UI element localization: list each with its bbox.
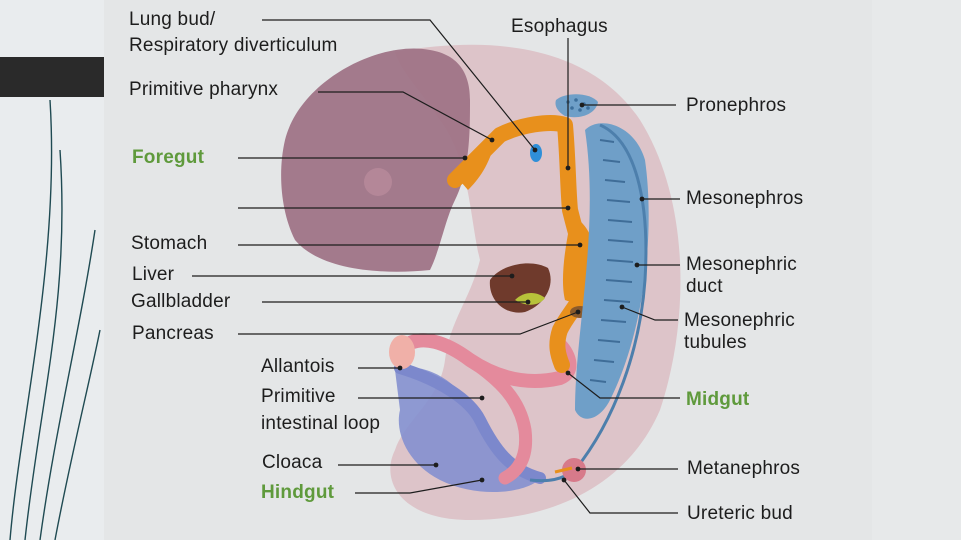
label-mesonephros: Mesonephros: [686, 188, 804, 209]
decorative-swoosh-lines: [9, 99, 101, 540]
label-hindgut: Hindgut: [261, 482, 335, 503]
foregut-tube: [447, 115, 598, 373]
label-foregut: Foregut: [132, 147, 205, 168]
label-primitive-intestinal-loop-line1: Primitive: [261, 386, 336, 407]
label-esophagus: Esophagus: [511, 16, 608, 37]
label-mesonephric-duct-line1: Mesonephric: [686, 254, 797, 275]
label-midgut: Midgut: [686, 389, 750, 410]
ureteric-bud-shape: [554, 466, 573, 474]
mesonephric-tubules-shape: [589, 139, 634, 383]
pronephros-shape: [555, 94, 598, 118]
label-allantois: Allantois: [261, 356, 335, 377]
label-lung-bud: Lung bud/: [129, 9, 216, 30]
label-stomach: Stomach: [131, 233, 208, 254]
right-border-panel: [872, 0, 961, 540]
pharynx-shape: [455, 140, 495, 190]
allantois-shape: [389, 335, 415, 369]
label-mesonephric-tubules-line2: tubules: [684, 332, 747, 353]
label-ureteric-bud: Ureteric bud: [687, 503, 793, 524]
label-metanephros: Metanephros: [687, 458, 801, 479]
lung-bud-shape: [530, 144, 542, 162]
leader-lines: [192, 19, 680, 514]
label-gallbladder: Gallbladder: [131, 291, 231, 312]
label-cloaca: Cloaca: [262, 452, 323, 473]
slide-tab-marker: [0, 57, 104, 97]
label-liver: Liver: [132, 264, 175, 285]
optic-region: [364, 168, 392, 196]
mesonephros-shape: [575, 123, 649, 419]
label-mesonephric-duct-line2: duct: [686, 276, 723, 297]
primitive-intestinal-loop-shape: [463, 353, 533, 485]
label-primitive-intestinal-loop-line2: intestinal loop: [261, 413, 381, 434]
head-region: [281, 48, 470, 272]
metanephros-shape: [562, 458, 586, 482]
leader-dots: [397, 102, 645, 483]
label-primitive-pharynx: Primitive pharynx: [129, 79, 279, 100]
label-respiratory-diverticulum: Respiratory diverticulum: [129, 35, 338, 56]
label-pancreas: Pancreas: [132, 323, 214, 344]
label-pronephros: Pronephros: [686, 95, 787, 116]
label-mesonephric-tubules-line1: Mesonephric: [684, 310, 795, 331]
